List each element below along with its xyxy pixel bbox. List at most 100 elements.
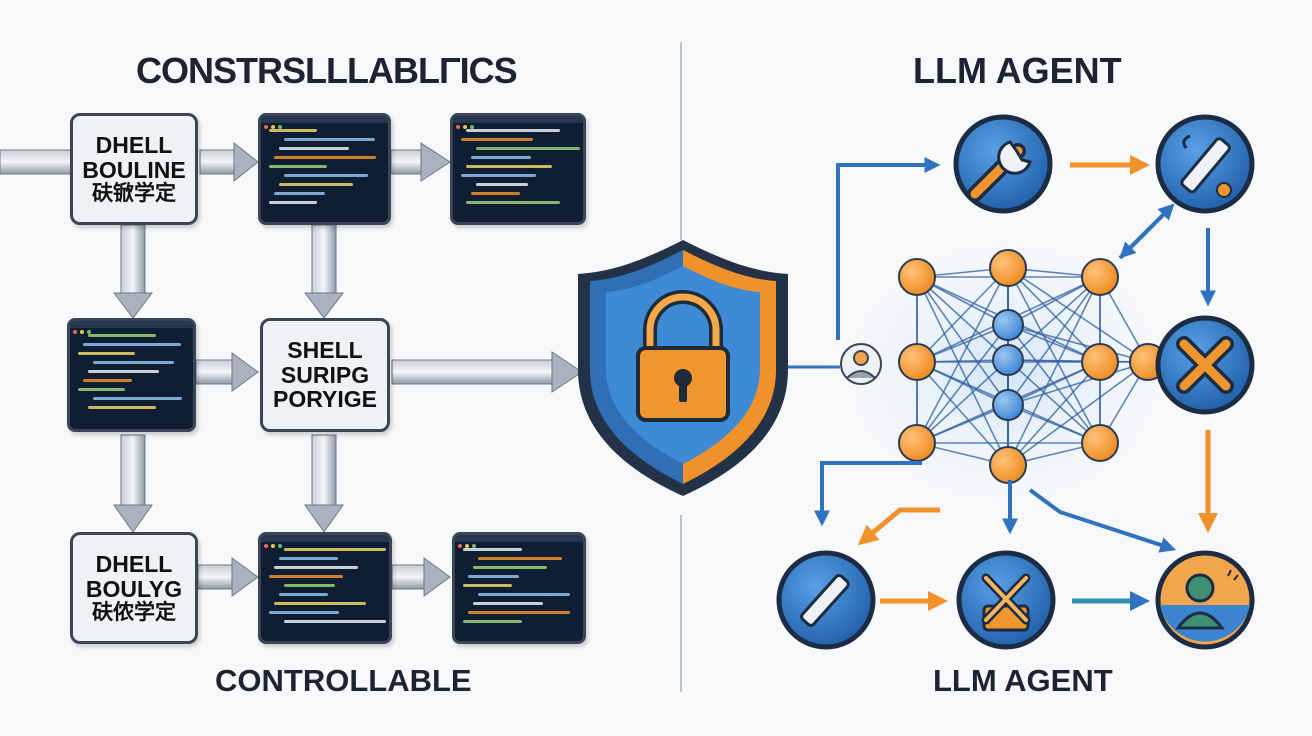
code-line <box>269 129 318 132</box>
network-edge <box>1007 276 1101 406</box>
code-line <box>93 397 182 400</box>
pipe-connectors <box>0 141 583 597</box>
shield-lock-icon <box>578 240 788 496</box>
network-edge <box>916 267 1009 444</box>
flashlight-icon <box>776 550 876 650</box>
box-line: DHELL <box>95 550 173 577</box>
network-node <box>992 309 1024 341</box>
code-line <box>463 620 522 623</box>
code-line <box>279 557 338 560</box>
box-line: BOULINE <box>82 156 186 183</box>
code-line <box>284 548 387 551</box>
box-line: BOULYG <box>85 575 183 602</box>
code-line <box>78 352 135 355</box>
code-line <box>284 174 368 177</box>
code-line <box>461 174 537 177</box>
code-line <box>274 566 359 569</box>
network-edge <box>916 267 1009 363</box>
network-edge <box>1007 359 1101 444</box>
code-line <box>468 575 520 578</box>
terminal-window <box>258 532 392 644</box>
code-line <box>463 584 512 587</box>
right-title: LLM AGENT <box>913 50 1122 91</box>
network-node <box>1081 343 1119 381</box>
network-edge <box>916 276 1009 361</box>
code-line <box>93 361 175 364</box>
network-edge <box>1007 361 1101 466</box>
network-edge <box>916 276 1009 466</box>
box-line: SURIPG <box>280 361 370 388</box>
code-line <box>269 575 344 578</box>
network-node <box>1081 424 1119 462</box>
network-node <box>898 424 936 462</box>
code-line <box>279 593 328 596</box>
left-title: CONSTRSLLLABLΓICS <box>136 50 518 91</box>
code-line <box>88 406 156 409</box>
code-line <box>463 548 522 551</box>
code-line <box>466 201 560 204</box>
code-line <box>468 611 571 614</box>
network-edge <box>916 361 1009 466</box>
code-line <box>274 192 325 195</box>
code-line <box>274 156 376 159</box>
wrench-icon <box>953 114 1053 214</box>
network-node <box>898 258 936 296</box>
code-line <box>88 334 156 337</box>
network-edge <box>1007 276 1101 466</box>
code-line <box>471 192 521 195</box>
code-line <box>279 183 353 186</box>
code-line <box>466 165 552 168</box>
code-line <box>88 370 160 373</box>
network-node <box>898 343 936 381</box>
terminal-window <box>452 532 586 644</box>
terminal-window <box>450 113 586 225</box>
network-node <box>992 344 1024 376</box>
network-node <box>989 249 1027 287</box>
code-line <box>284 584 336 587</box>
code-line <box>274 602 367 605</box>
box-line: 砆侬学定 <box>92 600 176 625</box>
code-line <box>473 602 544 605</box>
person-cross-icon <box>956 550 1056 650</box>
code-line <box>476 183 528 186</box>
code-line <box>478 593 571 596</box>
network-edge <box>916 359 1009 444</box>
process-box-top: DHELL BOULINE 砆锨学定 <box>70 113 198 225</box>
box-line: SHELL <box>287 336 363 363</box>
network-edge <box>1007 361 1149 406</box>
user-icon <box>1155 550 1255 650</box>
box-line: 砆锨学定 <box>92 181 176 206</box>
code-line <box>466 129 560 132</box>
code-line <box>284 138 376 141</box>
terminal-window <box>67 318 196 432</box>
left-footer: CONTROLLABLE <box>215 663 472 698</box>
code-line <box>269 201 318 204</box>
code-line <box>269 165 328 168</box>
terminal-window <box>258 113 391 225</box>
code-line <box>476 147 580 150</box>
box-line: PORYIGE <box>273 386 377 413</box>
code-line <box>461 138 533 141</box>
code-line <box>471 156 531 159</box>
process-box-bottom: DHELL BOULYG 砆侬学定 <box>70 532 198 644</box>
flow-arrows <box>814 155 1218 611</box>
network-edge <box>1007 267 1101 444</box>
box-line: DHELL <box>95 131 173 158</box>
code-line <box>269 611 340 614</box>
network-edge <box>1007 324 1149 363</box>
code-line <box>284 620 387 623</box>
network-node <box>989 446 1027 484</box>
network-node <box>1081 258 1119 296</box>
code-line <box>83 379 133 382</box>
pen-tool-icon <box>1155 114 1255 214</box>
network-edge <box>1007 267 1149 363</box>
network-edge <box>1007 267 1101 363</box>
code-line <box>279 147 349 150</box>
user-profile-icon <box>840 343 882 385</box>
network-node <box>992 389 1024 421</box>
code-line <box>83 343 182 346</box>
code-line <box>473 566 548 569</box>
right-footer: LLM AGENT <box>933 663 1113 698</box>
process-box-middle: SHELL SURIPG PORYIGE <box>260 318 390 432</box>
